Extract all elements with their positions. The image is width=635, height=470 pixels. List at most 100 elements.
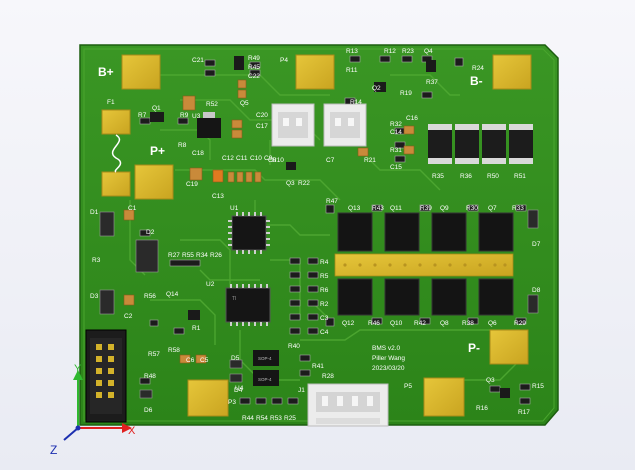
mosfet-q8	[431, 278, 467, 316]
ref-r9: R9	[180, 112, 189, 119]
pad-pplus-top	[101, 109, 131, 135]
ref-q4: Q4	[424, 48, 433, 55]
pad-p3	[187, 379, 229, 417]
ref-c2: C2	[124, 313, 133, 320]
label-u3: U3	[192, 113, 201, 120]
ref-d4: D4	[234, 387, 243, 394]
ref-c14: C14	[390, 129, 402, 136]
ref-q9: Q9	[440, 205, 449, 212]
ref-r45: R45	[248, 64, 260, 71]
smd-components	[99, 55, 539, 405]
ref-c4: C4	[320, 329, 329, 336]
ref-r52: R52	[206, 101, 218, 108]
ref-r31: R31	[390, 147, 402, 154]
pin-header	[85, 329, 127, 423]
ref-r33: R33	[512, 205, 524, 212]
ref-c12: C12	[222, 155, 234, 162]
ref-c20: C20	[256, 112, 268, 119]
ref-c8: C8	[268, 157, 277, 164]
ref-d2: D2	[146, 229, 155, 236]
ref-r22: R22	[298, 180, 310, 187]
silkscreen: B+ P+ B- P- P4 P3 P5 F1 J1 U1 U2 U3 U4 T…	[90, 48, 544, 422]
ref-r6: R6	[320, 287, 329, 294]
ref-r50: R50	[487, 173, 499, 180]
ref-c21: C21	[192, 57, 204, 64]
ref-r51: R51	[514, 173, 526, 180]
ref-r21: R21	[364, 157, 376, 164]
ref-r43: R43	[372, 205, 384, 212]
mosfet-q6	[478, 278, 514, 316]
pad-pminus	[489, 329, 529, 365]
ref-r17: R17	[518, 409, 530, 416]
power-pads	[101, 54, 532, 417]
pad-p4	[295, 54, 335, 90]
axis-z-label: Z	[50, 443, 57, 457]
ref-r13: R13	[346, 48, 358, 55]
ref-r8: R8	[178, 142, 187, 149]
ref-d5: D5	[231, 355, 240, 362]
ref-c17: C17	[256, 123, 268, 130]
ref-r15: R15	[532, 383, 544, 390]
ref-q14: Q14	[166, 291, 179, 298]
ref-r23: R23	[402, 48, 414, 55]
ref-r7: R7	[138, 112, 147, 119]
ref-q1: Q1	[152, 105, 161, 112]
ref-r25: R25	[284, 415, 296, 422]
ref-q3-bottom: Q3	[486, 377, 495, 384]
ref-c15: C15	[390, 164, 402, 171]
ref-c22: C22	[248, 73, 260, 80]
ref-r49: R49	[248, 55, 260, 62]
label-u1: U1	[230, 205, 239, 212]
pad-pplus-bottom	[101, 171, 131, 197]
label-bplus: B+	[98, 65, 114, 79]
ref-r41: R41	[312, 363, 324, 370]
ref-r39: R39	[420, 205, 432, 212]
ref-r48: R48	[144, 373, 156, 380]
axis-x-label: X	[128, 425, 136, 437]
ref-r46: R46	[368, 320, 380, 327]
ref-r11: R11	[346, 67, 358, 74]
ref-r37: R37	[426, 79, 438, 86]
pad-bminus	[492, 54, 532, 90]
ref-c1: C1	[128, 205, 137, 212]
ref-r57: R57	[148, 351, 160, 358]
ref-r16: R16	[476, 405, 488, 412]
sop-top-marking: SOP-4	[258, 356, 272, 361]
axis-y-label: Y	[74, 363, 82, 375]
ref-c6: C6	[186, 357, 195, 364]
ref-d1: D1	[90, 209, 99, 216]
ref-q13: Q13	[348, 205, 361, 212]
ref-r54: R54	[256, 415, 268, 422]
ref-r27: R27	[168, 252, 180, 259]
sop-bottom-marking: SOP-4	[258, 377, 272, 382]
ref-r5: R5	[320, 273, 329, 280]
label-p5: P5	[404, 383, 412, 390]
fuse-trace	[111, 134, 122, 173]
ic-u4	[253, 350, 279, 386]
mosfet-q12	[337, 278, 373, 316]
ic-u3	[197, 112, 221, 138]
label-p3: P3	[228, 399, 236, 406]
ref-r24: R24	[472, 65, 484, 72]
shunt-resistors	[428, 124, 533, 164]
board-title-1: BMS v2.0	[372, 345, 401, 352]
label-j1: J1	[298, 387, 305, 394]
bus-bar-vias	[343, 263, 507, 267]
ref-d7: D7	[532, 241, 541, 248]
ref-c16: C16	[406, 115, 418, 122]
board-title-2: Piller Wang	[372, 355, 405, 362]
ref-r44: R44	[242, 415, 254, 422]
label-bminus: B-	[470, 74, 483, 88]
ref-r14: R14	[350, 99, 362, 106]
ref-c13: C13	[212, 193, 224, 200]
axis-triad: Y X Z	[50, 363, 136, 457]
ref-q10: Q10	[390, 320, 403, 327]
ref-r28: R28	[322, 373, 334, 380]
label-f1: F1	[107, 99, 115, 106]
ref-c11: C11	[236, 155, 248, 162]
ref-d3: D3	[90, 293, 99, 300]
mosfet-array	[337, 212, 514, 316]
ref-c3: C3	[320, 315, 329, 322]
pad-pplus	[134, 164, 174, 200]
